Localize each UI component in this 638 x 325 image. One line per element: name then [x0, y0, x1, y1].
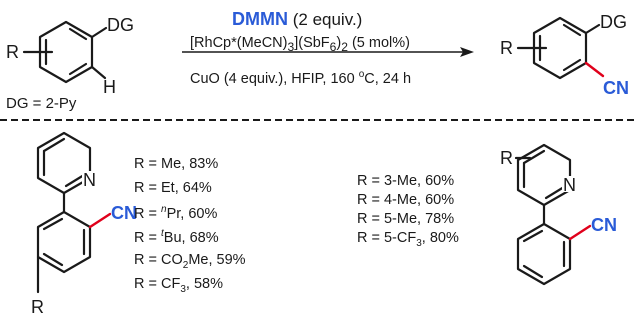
- conditions-text: C, 24 h: [364, 70, 412, 87]
- substrate-double-bond: [68, 62, 88, 76]
- benzene-ring: [36, 210, 92, 274]
- cn-bond: [568, 224, 592, 241]
- scope-right-row: R = 5-CF3, 80%: [357, 231, 459, 249]
- reagent-line: DMMN (2 equiv.): [232, 10, 362, 28]
- n-label-mask: [562, 176, 578, 192]
- catalyst-subscript: 3: [287, 39, 295, 54]
- conditions-line: CuO (4 equiv.), HFIP, 160 oC, 24 h: [190, 69, 412, 87]
- scope-left-row: R = Et, 64%: [134, 180, 212, 196]
- scope-right-row: R = 5-Me, 78%: [357, 211, 455, 227]
- row-text: Me, 59%: [188, 252, 246, 268]
- degree-mark: o: [358, 69, 365, 80]
- cn-label: CN: [591, 215, 617, 235]
- catalyst-text: ): [336, 35, 342, 51]
- n-label-mask: [82, 171, 98, 187]
- conditions-text: CuO (4 equiv.), HFIP, 160: [190, 70, 359, 87]
- pyridine-n-label: N: [563, 175, 576, 195]
- benzene-double-bond: [42, 252, 64, 267]
- product-dg-label: DG: [600, 12, 627, 32]
- product-double-bond: [562, 23, 582, 37]
- row-text: R =: [134, 229, 161, 246]
- substrate-dg-bond: [90, 26, 108, 39]
- cn-bond: [88, 212, 112, 229]
- scope-right-row: R = 4-Me, 60%: [357, 192, 455, 208]
- row-subscript: 2: [182, 259, 189, 271]
- row-text: Bu, 68%: [163, 229, 219, 246]
- scope-right-structure: N R CN: [500, 143, 617, 286]
- substrate-h-bond: [90, 65, 107, 80]
- catalyst-text: [RhCp*(MeCN): [190, 35, 288, 51]
- row-text: , 80%: [421, 230, 459, 246]
- benzene-double-bond: [42, 217, 64, 231]
- scope-left-row: R = tBu, 68%: [134, 228, 219, 246]
- substrate-structure: DG H R: [6, 15, 134, 97]
- substrate-h-label: H: [103, 77, 116, 97]
- row-subscript: 3: [180, 283, 186, 295]
- reagent-equiv: (2 equiv.): [292, 10, 363, 29]
- row-text: R = CO: [134, 252, 183, 268]
- benzene-ring: [516, 222, 572, 286]
- pyridine-double-bond: [42, 137, 66, 153]
- reaction-arrow: [182, 47, 474, 57]
- row-text: R = CF: [134, 276, 181, 292]
- row-superscript: n: [161, 204, 167, 215]
- pyridine-double-bond: [544, 185, 566, 200]
- substrate-r-label: R: [6, 42, 19, 62]
- scope-left-row: R = Me, 83%: [134, 156, 219, 172]
- row-text: R = 5-CF: [357, 230, 417, 246]
- row-text: , 58%: [185, 276, 223, 292]
- r-label: R: [31, 297, 44, 317]
- arrow-head: [460, 47, 474, 57]
- pyridine-double-bond: [522, 149, 546, 165]
- benzene-double-bond: [522, 229, 544, 243]
- scope-left-row: R = CF3, 58%: [134, 277, 223, 295]
- row-text: R =: [134, 205, 161, 222]
- scope-left-row: R = CO2Me, 59%: [134, 253, 246, 271]
- product-double-bond: [562, 58, 582, 72]
- cn-label: CN: [111, 203, 137, 223]
- substrate-dg-label: DG: [107, 15, 134, 35]
- row-text: Pr, 60%: [166, 205, 218, 222]
- benzene-double-bond: [522, 264, 544, 279]
- substrate-double-bond: [68, 27, 88, 41]
- pyridine-double-bond: [64, 173, 86, 188]
- scope-left-structure: N CN R: [31, 131, 137, 317]
- product-dg-bond: [584, 23, 601, 35]
- product-r-label: R: [500, 38, 513, 58]
- scope-right-row: R = 3-Me, 60%: [357, 173, 455, 189]
- catalyst-text: (5 mol%): [347, 35, 410, 51]
- product-cn-bond: [584, 61, 605, 78]
- dg-definition: DG = 2-Py: [6, 95, 77, 112]
- product-structure: DG CN R: [500, 12, 629, 98]
- catalyst-line: [RhCp*(MeCN)3](SbF6)2 (5 mol%): [190, 36, 410, 53]
- catalyst-subscript: 6: [329, 39, 337, 54]
- row-superscript: t: [161, 228, 164, 239]
- pyridine-n-label: N: [83, 170, 96, 190]
- scope-left-row: R = nPr, 60%: [134, 204, 218, 222]
- reagent-name: DMMN: [232, 9, 288, 29]
- r-label: R: [500, 148, 513, 168]
- product-cn-label: CN: [603, 78, 629, 98]
- catalyst-text: ](SbF: [294, 35, 330, 51]
- catalyst-subscript: 2: [341, 39, 348, 54]
- row-subscript: 3: [416, 237, 422, 249]
